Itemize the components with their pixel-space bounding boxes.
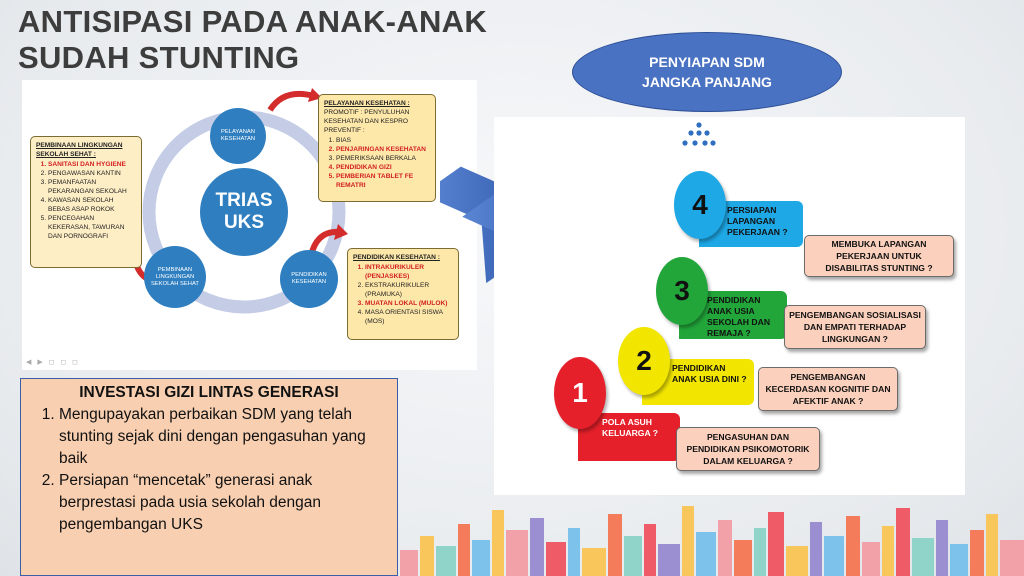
city-skyline-decoration	[400, 506, 1024, 576]
red-arrow-pelayanan	[267, 90, 315, 112]
step-3-number: 3	[656, 257, 708, 325]
step-1-desc-text: PENGASUHAN DAN PENDIDIKAN PSIKOMOTORIK D…	[686, 432, 810, 466]
list-item: EKSTRAKURIKULER (PRAMUKA)	[365, 281, 453, 299]
step-1-num-text: 1	[572, 377, 588, 408]
penyiapan-sdm-oval: PENYIAPAN SDM JANGKA PANJANG	[572, 32, 842, 112]
title-line-2: SUDAH STUNTING	[18, 40, 300, 75]
step-4-num-text: 4	[692, 189, 708, 220]
step-2-desc: PENGEMBANGAN KECERDASAN KOGNITIF DAN AFE…	[758, 367, 898, 411]
trias-uks-panel: TRIAS UKS PELAYANAN KESEHATAN PEMBINAAN …	[22, 80, 477, 370]
step-3-desc-text: PENGEMBANGAN SOSIALISASI DAN EMPATI TERH…	[789, 310, 921, 344]
box-pelayanan-kesehatan: PELAYANAN KESEHATAN : PROMOTIF : PENYULU…	[318, 94, 436, 202]
oval-line-2: JANGKA PANJANG	[642, 74, 772, 90]
list-item: PENCEGAHAN KEKERASAN, TAWURAN DAN PORNOG…	[48, 214, 136, 241]
slide-toolbar-icons: ◀ ▶ ◻ ◻ ◻	[26, 359, 80, 366]
step-4-desc: MEMBUKA LAPANGAN PEKERJAAN UNTUK DISABIL…	[804, 235, 954, 277]
node-pendidikan-label: PENDIDIKAN KESEHATAN	[291, 272, 327, 285]
step-4-number: 4	[674, 171, 726, 239]
slide-title: ANTISIPASI PADA ANAK-ANAK SUDAH STUNTING	[18, 4, 487, 76]
step-4-label: PERSIAPAN LAPANGAN PEKERJAAN ?	[727, 205, 788, 237]
node-pembinaan-lingkungan: PEMBINAAN LINGKUNGAN SEKOLAH SEHAT	[144, 246, 206, 308]
list-item: PEMANFAATAN PEKARANGAN SEKOLAH	[48, 178, 136, 196]
oval-line-1: PENYIAPAN SDM	[649, 54, 765, 70]
step-2-label: PENDIDIKAN ANAK USIA DINI ?	[672, 363, 747, 384]
node-pelayanan-label: PELAYANAN KESEHATAN	[220, 129, 256, 142]
step-4-desc-text: MEMBUKA LAPANGAN PEKERJAAN UNTUK DISABIL…	[825, 239, 933, 273]
list-item: PEMBERIAN TABLET FE REMATRI	[336, 172, 430, 190]
title-line-1: ANTISIPASI PADA ANAK-ANAK	[18, 4, 488, 39]
list-item: PEMERIKSAAN BERKALA	[336, 154, 430, 163]
node-pelayanan-kesehatan: PELAYANAN KESEHATAN	[210, 108, 266, 164]
steps-panel: PERSIAPAN LAPANGAN PEKERJAAN ? 4 MEMBUKA…	[494, 117, 965, 495]
box-lingkungan-heading: PEMBINAAN LINGKUNGAN SEKOLAH SEHAT :	[36, 142, 123, 158]
list-item: Persiapan “mencetak” generasi anak berpr…	[59, 470, 389, 536]
investasi-gizi-box: INVESTASI GIZI LINTAS GENERASI Mengupaya…	[20, 378, 398, 576]
uks-label: UKS	[223, 212, 265, 233]
step-3-num-text: 3	[674, 275, 690, 306]
trias-uks-center: TRIAS UKS	[200, 168, 288, 256]
box-pendidikan-kesehatan: PENDIDIKAN KESEHATAN : INTRAKURIKULER (P…	[347, 248, 459, 340]
step-2-number: 2	[618, 327, 670, 395]
list-item: MUATAN LOKAL (MULOK)	[365, 299, 453, 308]
list-item: PENDIDIKAN GIZI	[336, 163, 430, 172]
list-item: KAWASAN SEKOLAH BEBAS ASAP ROKOK	[48, 196, 136, 214]
box-pendidikan-heading: PENDIDIKAN KESEHATAN :	[353, 254, 440, 261]
list-item: BIAS	[336, 136, 430, 145]
list-item: INTRAKURIKULER (PENJASKES)	[365, 263, 453, 281]
step-1-number: 1	[554, 357, 606, 429]
step-2-desc-text: PENGEMBANGAN KECERDASAN KOGNITIF DAN AFE…	[765, 372, 891, 406]
list-item: PENGAWASAN KANTIN	[48, 169, 136, 178]
box-pelayanan-heading: PELAYANAN KESEHATAN :	[324, 100, 410, 107]
trias-label: TRIAS	[215, 190, 273, 211]
list-item: Mengupayakan perbaikan SDM yang telah st…	[59, 404, 389, 470]
step-1-label: POLA ASUH KELUARGA ?	[602, 417, 659, 438]
list-item: PENJARINGAN KESEHATAN	[336, 145, 430, 154]
step-3-label: PENDIDIKAN ANAK USIA SEKOLAH DAN REMAJA …	[707, 295, 771, 338]
step-1-desc: PENGASUHAN DAN PENDIDIKAN PSIKOMOTORIK D…	[676, 427, 820, 471]
step-3-desc: PENGEMBANGAN SOSIALISASI DAN EMPATI TERH…	[784, 305, 926, 349]
list-item: SANITASI DAN HYGIENE	[48, 160, 136, 169]
box-pelayanan-intro: PROMOTIF : PENYULUHAN KESEHATAN DAN KESP…	[324, 109, 410, 134]
step-2-num-text: 2	[636, 345, 652, 376]
node-pendidikan-kesehatan: PENDIDIKAN KESEHATAN	[280, 250, 338, 308]
investasi-heading: INVESTASI GIZI LINTAS GENERASI	[79, 384, 339, 401]
list-item: MASA ORIENTASI SISWA (MOS)	[365, 308, 453, 326]
box-pembinaan-lingkungan: PEMBINAAN LINGKUNGAN SEKOLAH SEHAT : SAN…	[30, 136, 142, 268]
dots-icon	[682, 122, 716, 146]
node-pembinaan-label: PEMBINAAN LINGKUNGAN SEKOLAH SEHAT	[151, 266, 199, 287]
